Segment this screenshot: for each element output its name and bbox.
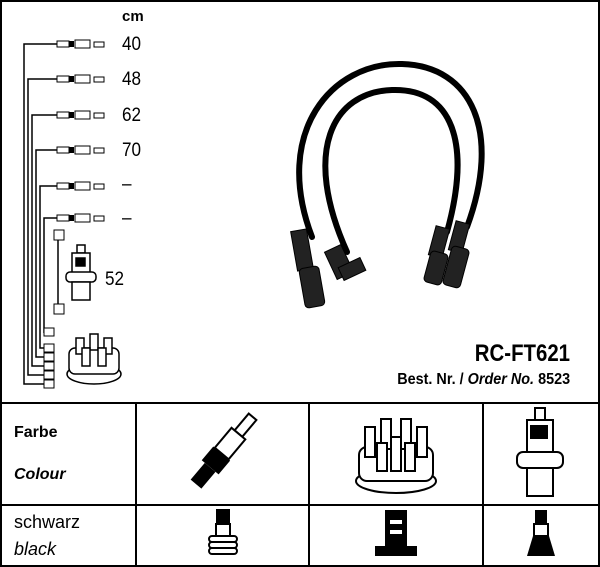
ignition-cable-set-image (290, 60, 485, 309)
cap-boot-cell (308, 504, 484, 565)
spark-plug-cell (134, 402, 311, 506)
header-de: Farbe (14, 424, 58, 441)
order-prefix: Best. Nr. / (397, 371, 464, 388)
coil-boot-cell (481, 504, 598, 565)
distributor-boot-icon (375, 510, 418, 556)
coil-length-label: 52 (105, 269, 125, 290)
color-en: black (14, 538, 57, 559)
ignition-coil-icon (515, 407, 564, 497)
spark-plug-icon (190, 412, 258, 489)
header-cell: Farbe Colour (2, 402, 137, 506)
product-code: RC-FT621 (474, 340, 570, 367)
order-number-line: Best. Nr. / Order No. 8523 (397, 371, 570, 389)
unit-label: cm (122, 8, 144, 25)
order-label: Order No. (467, 371, 534, 388)
order-number: 8523 (537, 371, 570, 388)
wire-set-schematic (23, 39, 122, 389)
header-en: Colour (14, 466, 66, 483)
length-label: – (122, 208, 132, 229)
length-label: 70 (122, 140, 142, 161)
ignition-coil-icon (65, 244, 97, 301)
coil-boot-icon (526, 510, 555, 556)
wire-terminals (56, 39, 105, 223)
color-cell: schwarz black (2, 504, 137, 565)
color-de: schwarz (14, 511, 81, 532)
length-label: 40 (122, 34, 142, 55)
distributor-cap-icon (355, 417, 438, 494)
distributor-cap-cell (308, 402, 484, 506)
length-label: 62 (122, 105, 142, 126)
length-label: – (122, 174, 132, 195)
plug-boot-cell (134, 504, 311, 565)
distributor-cap-icon (66, 333, 122, 385)
ignition-coil-cell (481, 402, 598, 506)
color-table: Farbe Colour schwarz black (2, 402, 598, 565)
spark-plug-boot-icon (207, 509, 238, 555)
length-label: 48 (122, 69, 142, 90)
